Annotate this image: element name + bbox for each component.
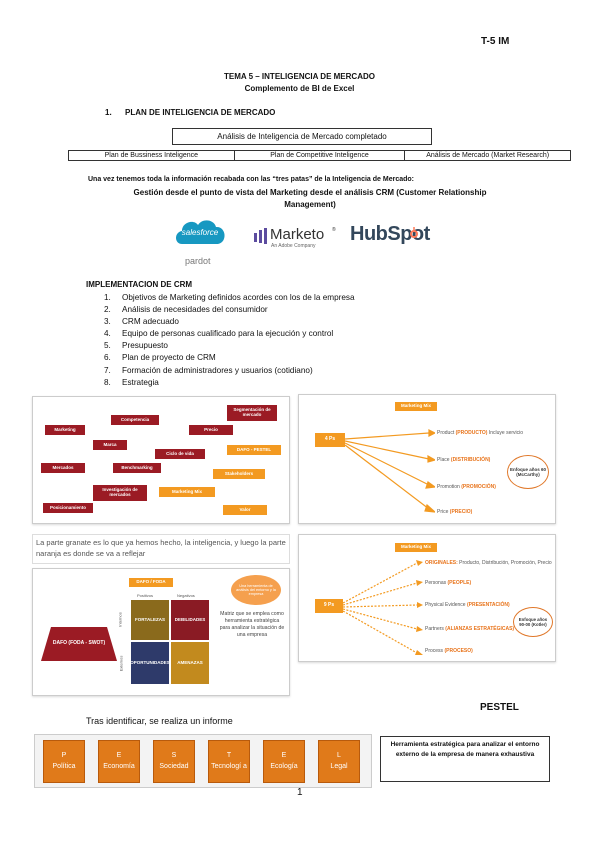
dafo-panel: DAFO / FODA Positivos Negativos Internos… <box>32 568 290 696</box>
marketo-logo: Marketo ® An Adobe Company <box>254 226 338 252</box>
four-ps-header: Marketing Mix <box>395 402 437 411</box>
pestel-intro: Tras identificar, se realiza un informe <box>86 716 233 726</box>
list-item: 7.Formación de administradores y usuario… <box>104 365 313 375</box>
marketo-wordmark: Marketo <box>270 226 325 243</box>
nine-ps-row: Physical Evidence (PRESENTACIÓN) <box>425 602 510 608</box>
marketo-subtitle: An Adobe Company <box>271 243 316 249</box>
concept-tag: Benchmarking <box>113 463 161 473</box>
dafo-strengths: FORTALEZAS <box>131 600 169 640</box>
doc-subtitle: Complemento de BI de Excel <box>244 84 355 93</box>
nine-ps-header: Marketing Mix <box>395 543 437 552</box>
salesforce-logo: salesforce <box>172 214 228 254</box>
hubspot-wordmark: HubSpot <box>350 223 430 245</box>
marketo-bars-icon <box>254 228 267 244</box>
plan-cell-bi: Plan de Bussiness Inteligence <box>68 150 235 161</box>
concept-tag: Mercados <box>41 463 85 473</box>
list-item: 5.Presupuesto <box>104 341 168 351</box>
dafo-row-internal: Internos <box>117 612 123 627</box>
section-heading: 1. PLAN DE INTELIGENCIA DE MERCADO <box>105 108 276 117</box>
dafo-trapezoid-shape <box>41 627 117 661</box>
concept-tag: Valor <box>223 505 267 515</box>
marketo-trademark: ® <box>332 227 336 233</box>
pardot-wordmark: pardot <box>185 256 211 266</box>
list-item: 4.Equipo de personas cualificado para la… <box>104 329 334 339</box>
four-ps-row: Product (PRODUCTO) Incluye servicio <box>437 430 524 436</box>
analysis-completed-box: Análisis de Inteligencia de Mercado comp… <box>172 128 432 145</box>
note-text: La parte granate es lo que ya hemos hech… <box>32 534 290 564</box>
dafo-weaknesses: DEBILIDADES <box>171 600 209 640</box>
doc-title: TEMA 5 – INTELIGENCIA DE MERCADO <box>224 72 375 81</box>
page-number: 1 <box>297 787 303 798</box>
intro-line-1: Una vez tenemos toda la información reca… <box>88 176 414 183</box>
concept-tag: Investigación de mercados <box>93 485 147 501</box>
concept-tag: DAFO - PESTEL <box>227 445 281 455</box>
dafo-col-negative: Negativos <box>177 593 195 598</box>
concept-tag: Precio <box>189 425 233 435</box>
pestel-description-box: Herramienta estratégica para analizar el… <box>380 736 550 782</box>
nine-ps-row: Personas (PEOPLE) <box>425 580 472 586</box>
four-ps-badge: 4 Ps <box>315 433 345 447</box>
four-ps-row: Price (PRECIO) <box>437 509 473 515</box>
intro-line-3: Management) <box>284 200 336 209</box>
nine-ps-badge: 9 Ps <box>315 599 343 613</box>
concept-tag: Marketing Mix <box>159 487 215 497</box>
plan-cell-mr: Análisis de Mercado (Market Research) <box>404 150 571 161</box>
list-item: 8.Estrategia <box>104 377 159 387</box>
crm-heading: IMPLEMENTACION DE CRM <box>86 280 193 289</box>
plan-table: Plan de Bussiness Inteligence Plan de Co… <box>68 150 571 161</box>
list-item: 1.Objetivos de Marketing definidos acord… <box>104 293 355 302</box>
plan-cell-ci: Plan de Competitive Inteligence <box>233 150 406 161</box>
crm-steps-list: 1.Objetivos de Marketing definidos acord… <box>104 292 355 389</box>
dafo-opportunities: OPORTUNIDADES <box>130 642 170 684</box>
list-item: 2.Análisis de necesidades del consumidor <box>104 305 268 315</box>
four-ps-row: Promotion (PROMOCIÓN) <box>437 484 496 490</box>
dafo-row-external: Externos <box>118 655 124 672</box>
nine-ps-row: ORIGINALES: Producto, Distribución, Prom… <box>425 560 552 566</box>
concept-tag: Ciclo de vida <box>155 449 205 459</box>
four-ps-panel: Marketing Mix 4 Ps Product (PRODUCTO) In… <box>298 394 556 524</box>
concept-tag: Marca <box>93 440 127 450</box>
concept-tag: Marketing <box>45 425 85 435</box>
nine-ps-row: Partners (ALIANZAS ESTRATÉGICAS) <box>425 626 515 632</box>
nine-ps-row: Process (PROCESO) <box>425 648 473 654</box>
intro-line-2: Gestión desde el punto de vista del Mark… <box>133 188 487 197</box>
pestel-title: PESTEL <box>480 702 519 713</box>
four-ps-row: Place (DISTRIBUCIÓN) <box>437 457 491 463</box>
concept-tag: Competencia <box>111 415 159 425</box>
hubspot-sprocket-icon <box>410 227 418 238</box>
four-ps-callout: Enfoque años 60 (McCarthy) <box>507 455 549 489</box>
dafo-header: DAFO / FODA <box>129 578 173 587</box>
hubspot-logo: HubSpot <box>350 223 434 251</box>
list-item: 6.Plan de proyecto de CRM <box>104 353 216 363</box>
four-ps-arrows <box>345 429 435 513</box>
concept-tag: Segmentación de mercado <box>227 405 277 421</box>
nine-ps-panel: Marketing Mix 9 Ps ORIGINALES: Producto,… <box>298 534 556 662</box>
nine-ps-callout: Enfoque años 90-00 (Kotler) <box>513 607 553 637</box>
dafo-bubble: Una herramienta de análisis del entorno … <box>231 575 281 605</box>
concept-tag: Posicionamiento <box>43 503 93 513</box>
concept-map-panel: Competencia Segmentación de mercado Mark… <box>32 396 290 524</box>
dafo-description: Matriz que se emplea como herramienta es… <box>219 611 285 638</box>
dafo-col-positive: Positivos <box>137 593 154 598</box>
dafo-threats: AMENAZAS <box>171 642 209 684</box>
concept-tag: Stakeholders <box>213 469 265 479</box>
list-item: 3.CRM adecuado <box>104 317 179 327</box>
document-code: T-5 IM <box>481 36 510 47</box>
nine-ps-arrows <box>343 560 423 655</box>
dafo-main-label: DAFO (FODA - SWOT) <box>52 640 106 647</box>
salesforce-wordmark: salesforce <box>181 228 219 237</box>
